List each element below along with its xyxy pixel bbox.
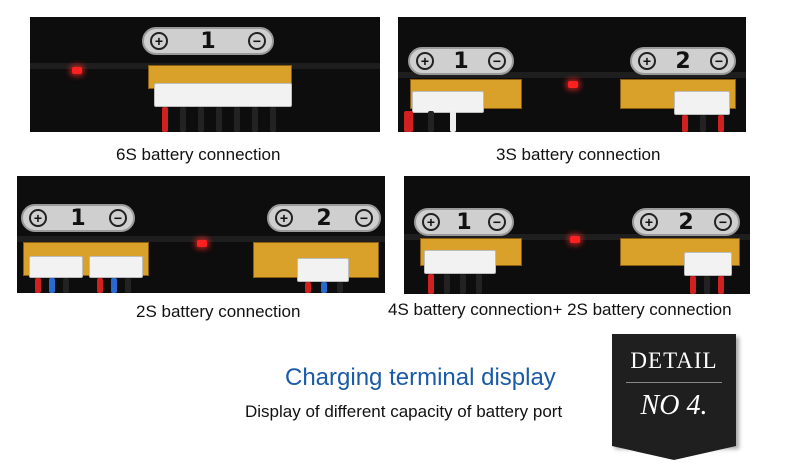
detail-badge-title: DETAIL xyxy=(630,348,718,373)
wire-black xyxy=(460,274,466,294)
status-led-icon xyxy=(197,240,207,247)
port-number: 2 xyxy=(316,205,332,231)
caption-2s: 2S battery connection xyxy=(136,302,301,321)
port-1-label-plate: + 1 − xyxy=(21,204,135,232)
wire-black xyxy=(700,115,706,132)
board-edge xyxy=(17,236,385,242)
minus-icon: − xyxy=(355,209,373,227)
wire-red xyxy=(35,278,41,293)
balance-plug-2s-b xyxy=(89,256,143,278)
detail-badge: DETAIL NO 4. xyxy=(612,334,736,460)
wire-black xyxy=(216,107,222,132)
photo-3s-connection: + 1 − + 2 − xyxy=(398,17,746,132)
plus-icon: + xyxy=(638,52,656,70)
wire-black xyxy=(252,107,258,132)
caption-4s-2s: 4S battery connection+ 2S battery connec… xyxy=(388,300,732,319)
balance-plug-4s xyxy=(424,250,496,274)
port-1-label-plate: + 1 − xyxy=(408,47,514,75)
caption-3s: 3S battery connection xyxy=(496,145,661,164)
balance-plug-2s xyxy=(674,91,730,115)
balance-plug-3s xyxy=(412,91,484,113)
port-number: 1 xyxy=(453,48,469,74)
plus-icon: + xyxy=(150,32,168,50)
wire-black xyxy=(198,107,204,132)
wire-red xyxy=(718,115,724,132)
wire-black xyxy=(125,278,131,293)
balance-plug-2s-c xyxy=(297,258,349,282)
status-led-icon xyxy=(568,81,578,88)
minus-icon: − xyxy=(488,213,506,231)
section-headline: Charging terminal display xyxy=(285,364,556,391)
wire-red xyxy=(97,278,103,293)
plus-icon: + xyxy=(416,52,434,70)
port-number: 1 xyxy=(200,28,216,54)
wire-black xyxy=(63,278,69,293)
photo-4s-2s-connection: + 1 − + 2 − xyxy=(404,176,750,294)
wire-black xyxy=(476,274,482,294)
status-led-icon xyxy=(72,67,82,74)
wire-red xyxy=(690,276,696,294)
wire-red xyxy=(305,282,311,293)
section-subheadline: Display of different capacity of battery… xyxy=(245,402,563,421)
port-number: 2 xyxy=(675,48,691,74)
caption-6s: 6S battery connection xyxy=(116,145,281,164)
balance-plug-2s-a xyxy=(29,256,83,278)
wire-black xyxy=(180,107,186,132)
port-number: 2 xyxy=(678,209,694,235)
plus-icon: + xyxy=(275,209,293,227)
wire-black xyxy=(428,111,434,132)
minus-icon: − xyxy=(488,52,506,70)
detail-badge-number: NO 4. xyxy=(640,390,708,421)
port-2-label-plate: + 2 − xyxy=(267,204,381,232)
wire-black xyxy=(337,282,343,293)
wire-blue xyxy=(111,278,117,293)
balance-plug-2s xyxy=(684,252,732,276)
wire-black xyxy=(234,107,240,132)
wire-red xyxy=(718,276,724,294)
plus-icon: + xyxy=(640,213,658,231)
wire-red xyxy=(162,107,168,132)
plus-icon: + xyxy=(422,213,440,231)
minus-icon: − xyxy=(248,32,266,50)
wire-red xyxy=(404,111,413,132)
wire-white xyxy=(450,111,456,132)
port-2-label-plate: + 2 − xyxy=(630,47,736,75)
detail-badge-divider xyxy=(626,382,722,383)
port-1-label-plate: + 1 − xyxy=(414,208,514,236)
port-number: 1 xyxy=(456,209,472,235)
board-edge xyxy=(398,72,746,78)
port-2-label-plate: + 2 − xyxy=(632,208,740,236)
wire-blue xyxy=(321,282,327,293)
photo-2s-connection: + 1 − + 2 − xyxy=(17,176,385,293)
wire-black xyxy=(270,107,276,132)
photo-6s-connection: + 1 − xyxy=(30,17,380,132)
wire-black xyxy=(704,276,710,294)
port-1-label-plate: + 1 − xyxy=(142,27,274,55)
wire-black xyxy=(444,274,450,294)
minus-icon: − xyxy=(109,209,127,227)
port-number: 1 xyxy=(70,205,86,231)
minus-icon: − xyxy=(710,52,728,70)
wire-red xyxy=(682,115,688,132)
wire-red xyxy=(428,274,434,294)
balance-plug-6s xyxy=(154,83,292,107)
status-led-icon xyxy=(570,236,580,243)
plus-icon: + xyxy=(29,209,47,227)
minus-icon: − xyxy=(714,213,732,231)
wire-blue xyxy=(49,278,55,293)
